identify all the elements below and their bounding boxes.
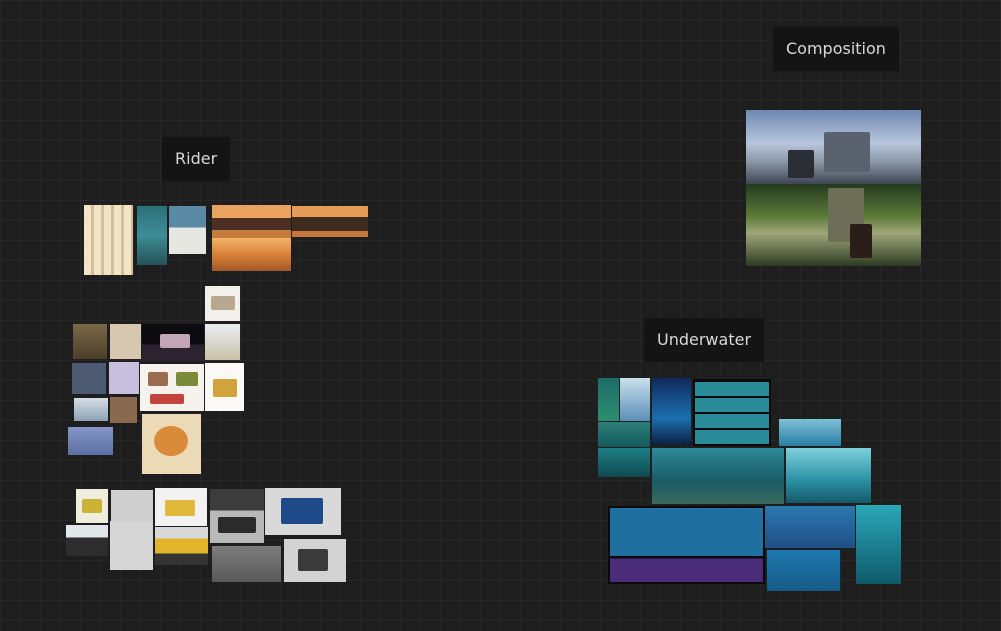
rider-image-yellow-fish[interactable] (205, 363, 244, 411)
rider-image-war-rig[interactable] (292, 206, 368, 237)
rider-image-blue-buggy[interactable] (265, 488, 341, 535)
vehicle-shape (298, 549, 328, 571)
vehicle-shape (150, 394, 184, 404)
rider-image-racer-sketch[interactable] (111, 490, 153, 521)
underwater-image-kelp-blue[interactable] (765, 506, 855, 548)
fish-shape (213, 379, 237, 397)
rider-image-fish-rider-dark[interactable] (142, 324, 204, 361)
vehicle-shape (165, 500, 195, 516)
fish-shape (160, 334, 190, 348)
rider-image-walker-bike[interactable] (284, 539, 346, 582)
rider-image-fish-sketch[interactable] (205, 286, 240, 321)
bike-shape (218, 517, 256, 533)
vehicle-shape (176, 372, 198, 386)
rider-silhouette (788, 150, 814, 178)
rider-image-vehicle-turnaround[interactable] (110, 521, 153, 570)
rider-image-black-vehicle[interactable] (66, 525, 108, 556)
rider-image-wasteland-truck[interactable] (212, 205, 291, 238)
underwater-image-sea-floor[interactable] (598, 448, 650, 477)
underwater-image-wreck[interactable] (779, 419, 841, 446)
vehicle-shape (148, 372, 168, 386)
underwater-image-ruins-wide[interactable] (652, 448, 784, 504)
rider-image-desert-dunes[interactable] (212, 238, 291, 271)
rider-image-motorbike[interactable] (210, 489, 264, 543)
rider-image-brown-fish[interactable] (110, 397, 137, 423)
rider-image-blue-truck[interactable] (72, 363, 106, 394)
composition-image-jungle-temple[interactable] (746, 184, 921, 266)
vehicle-shape (281, 498, 323, 524)
underwater-image-underwater-city[interactable] (767, 550, 840, 591)
rider-image-blue-dolphin[interactable] (68, 427, 113, 455)
fish-shape (154, 426, 188, 456)
rider-image-yellow-bike[interactable] (76, 489, 108, 523)
rider-image-airship[interactable] (205, 324, 240, 360)
rider-image-cabin[interactable] (73, 324, 107, 359)
underwater-image-jellyfish[interactable] (856, 505, 901, 584)
group-label-composition[interactable]: Composition (773, 27, 899, 71)
rider-image-yellow-motorcycle[interactable] (155, 527, 208, 565)
bike-shape (82, 499, 102, 513)
rider-image-fish-mech[interactable] (110, 324, 141, 359)
rider-image-vehicle-sheet[interactable] (84, 205, 133, 275)
composition-image-snow-temple[interactable] (746, 110, 921, 184)
rider-image-lilac-sketch[interactable] (109, 362, 139, 394)
rider-image-shark-lineup[interactable] (74, 398, 108, 421)
group-label-rider[interactable]: Rider (162, 137, 231, 181)
group-label-underwater[interactable]: Underwater (644, 318, 765, 362)
underwater-image-teal-grid[interactable] (693, 379, 771, 446)
underwater-image-coral-forest[interactable] (608, 506, 765, 584)
underwater-image-ice-creature[interactable] (620, 378, 650, 421)
rider-image-orange-fish-art[interactable] (142, 414, 201, 474)
rider-image-teal-vehicles[interactable] (137, 206, 167, 265)
fish-shape (211, 296, 235, 310)
rider-image-hover-rider[interactable] (155, 488, 207, 526)
rider-image-bike-sketch[interactable] (169, 206, 206, 254)
rider-image-fish-vehicles[interactable] (140, 364, 204, 411)
temple-silhouette (824, 132, 870, 172)
underwater-image-light-rays[interactable] (786, 448, 871, 503)
rider-image-grey-render[interactable] (212, 546, 281, 582)
rider-silhouette (850, 224, 872, 258)
underwater-image-diver[interactable] (598, 378, 619, 421)
underwater-image-blue-cavern[interactable] (652, 378, 691, 445)
underwater-image-reef-small[interactable] (598, 422, 650, 447)
